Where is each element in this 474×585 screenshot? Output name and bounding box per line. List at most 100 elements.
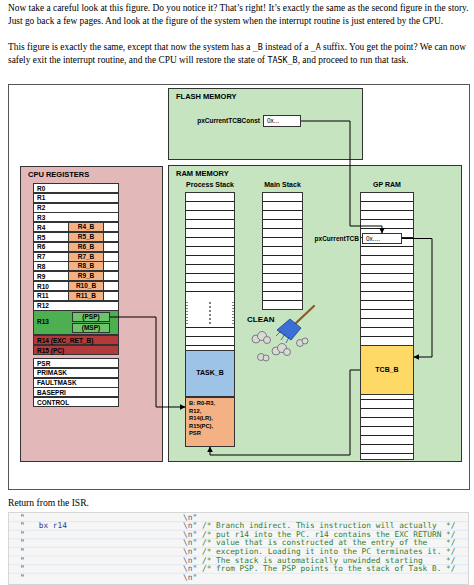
inline-code: _A — [311, 42, 321, 52]
broom-head — [277, 319, 301, 340]
code-line: \n" — [183, 514, 197, 523]
register-row: R6 R6_B — [33, 242, 119, 252]
body-text: suffix. You get the point? We can now sa… — [8, 42, 466, 65]
box-label: R15 (PC) — [37, 347, 64, 355]
task-control-block: TCB_B — [360, 345, 414, 395]
pointer-arrow — [402, 239, 432, 358]
register-row: R3 — [33, 212, 119, 222]
register-row: R10 R10_B — [33, 281, 119, 291]
register-row: R11 R11_B — [33, 291, 119, 301]
dust-cloud — [297, 340, 304, 347]
code-line: " bx r14 — [20, 522, 67, 531]
code-line: \n" — [183, 539, 197, 548]
box-label: RAM MEMORY — [176, 169, 229, 178]
register-row: R4 R4_B — [33, 222, 119, 232]
box-label: R9_B — [69, 272, 103, 280]
saved-register: R9_B — [68, 271, 104, 281]
body-text: This figure is exactly the same, except … — [8, 42, 250, 52]
code-line: /* Branch indirect. This instruction wil… — [202, 522, 455, 531]
memory-region: RAM MEMORYProcess StackTASK_BB: R0-R3, R… — [168, 165, 462, 462]
box-label: R7_B — [69, 253, 103, 261]
pointer-arrow — [301, 121, 382, 233]
box-label: R11_B — [69, 292, 103, 300]
box-label: R0 — [37, 185, 45, 193]
code-line: \n" — [183, 574, 197, 583]
stack-pointer-register: R13(PSP)(MSP) — [33, 310, 119, 335]
dust-cloud — [252, 335, 260, 343]
inline-code: _B — [253, 42, 263, 52]
box-label: R3 — [37, 214, 45, 222]
box-label: CPU REGISTERS — [28, 170, 89, 179]
code-line: " — [20, 539, 25, 548]
saved-register: R8_B — [68, 261, 104, 271]
saved-register: R11_B — [68, 291, 104, 301]
memory-region: FLASH MEMORYpxCurrentTCBConst0x... — [168, 88, 363, 160]
dust-clouds — [252, 332, 308, 362]
box-label: R1 — [37, 194, 45, 202]
task-stack: TASK_B — [185, 350, 235, 397]
code-line: \n" — [183, 565, 197, 574]
figure-frame — [9, 85, 470, 490]
stack-pointer-box: (MSP) — [72, 323, 110, 333]
box-label: TASK_B — [186, 351, 234, 396]
broom-bristle — [286, 337, 289, 343]
register-row: R0 — [33, 183, 119, 193]
dust-cloud — [264, 337, 271, 344]
box-label: Main Stack — [242, 181, 323, 189]
box-label: R7 — [37, 253, 45, 261]
stack-gap — [186, 300, 234, 326]
box-label: R8_B — [69, 262, 103, 270]
paragraph: Now take a careful look at this figure. … — [8, 2, 470, 27]
dust-cloud — [258, 332, 267, 341]
code-rule — [9, 556, 468, 557]
body-text: instead of a — [265, 42, 308, 52]
box-label: CONTROL — [37, 399, 69, 407]
stack-pointer-box: (PSP) — [72, 312, 110, 322]
box-label: R2 — [37, 204, 45, 212]
body-text: , and proceed to run that task. — [298, 55, 409, 65]
special-register: PSR — [33, 358, 119, 368]
dust-cloud — [272, 347, 280, 355]
code-rule — [9, 573, 468, 574]
dust-cloud — [263, 355, 269, 361]
stack-ellipsis — [187, 302, 188, 324]
saved-context: B: R0-R3, R12, R14(LR), R15(PC), PSR — [185, 397, 235, 447]
code-box — [9, 513, 469, 585]
pointer-arrow — [110, 317, 185, 407]
code-line: " — [20, 514, 25, 523]
box-label: BASEPRI — [37, 389, 66, 397]
box-label: R4 — [37, 224, 45, 232]
stack-column: Main Stack — [262, 192, 303, 310]
box-label: (PSP) — [73, 313, 109, 321]
code-rule — [9, 521, 468, 522]
special-register: CONTROL — [33, 397, 119, 407]
box-label: R11 — [37, 292, 49, 300]
paragraph: This figure is exactly the same, except … — [8, 41, 470, 66]
code-rule — [9, 547, 468, 548]
pointer-box: pxCurrentTCBConst0x... — [263, 115, 301, 127]
box-label: R10_B — [69, 282, 103, 290]
box-label: R5 — [37, 234, 45, 242]
box-label: PRIMASK — [37, 369, 67, 377]
register-row: R14 (EXC_RET_B) — [33, 335, 119, 345]
stack-column: Process StackTASK_BB: R0-R3, R12, R14(LR… — [185, 192, 235, 447]
inline-code: TASK_B — [267, 55, 297, 65]
box-label: R10 — [37, 283, 49, 291]
box-label: Process Stack — [165, 181, 255, 189]
dust-cloud — [302, 338, 308, 344]
box-label: R4_B — [69, 223, 103, 231]
box-label: R6 — [37, 243, 45, 251]
box-label: TCB_B — [361, 346, 413, 394]
code-line: /* The stack is automatically unwinded s… — [202, 557, 455, 566]
code-line: /* value that is constructed at the entr… — [202, 539, 455, 548]
pointer-arrow — [210, 370, 360, 455]
dust-cloud — [278, 344, 287, 353]
box-label: pxCurrentTCB — [309, 235, 359, 243]
code-line: /* from PSP. The PSP points to the stack… — [202, 565, 455, 574]
broom-bristle — [281, 334, 285, 340]
box-label: R6_B — [69, 243, 103, 251]
register-row: R8R8_B — [33, 261, 119, 271]
saved-register: R10_B — [68, 281, 104, 291]
box-label: 0x.... — [366, 235, 380, 243]
